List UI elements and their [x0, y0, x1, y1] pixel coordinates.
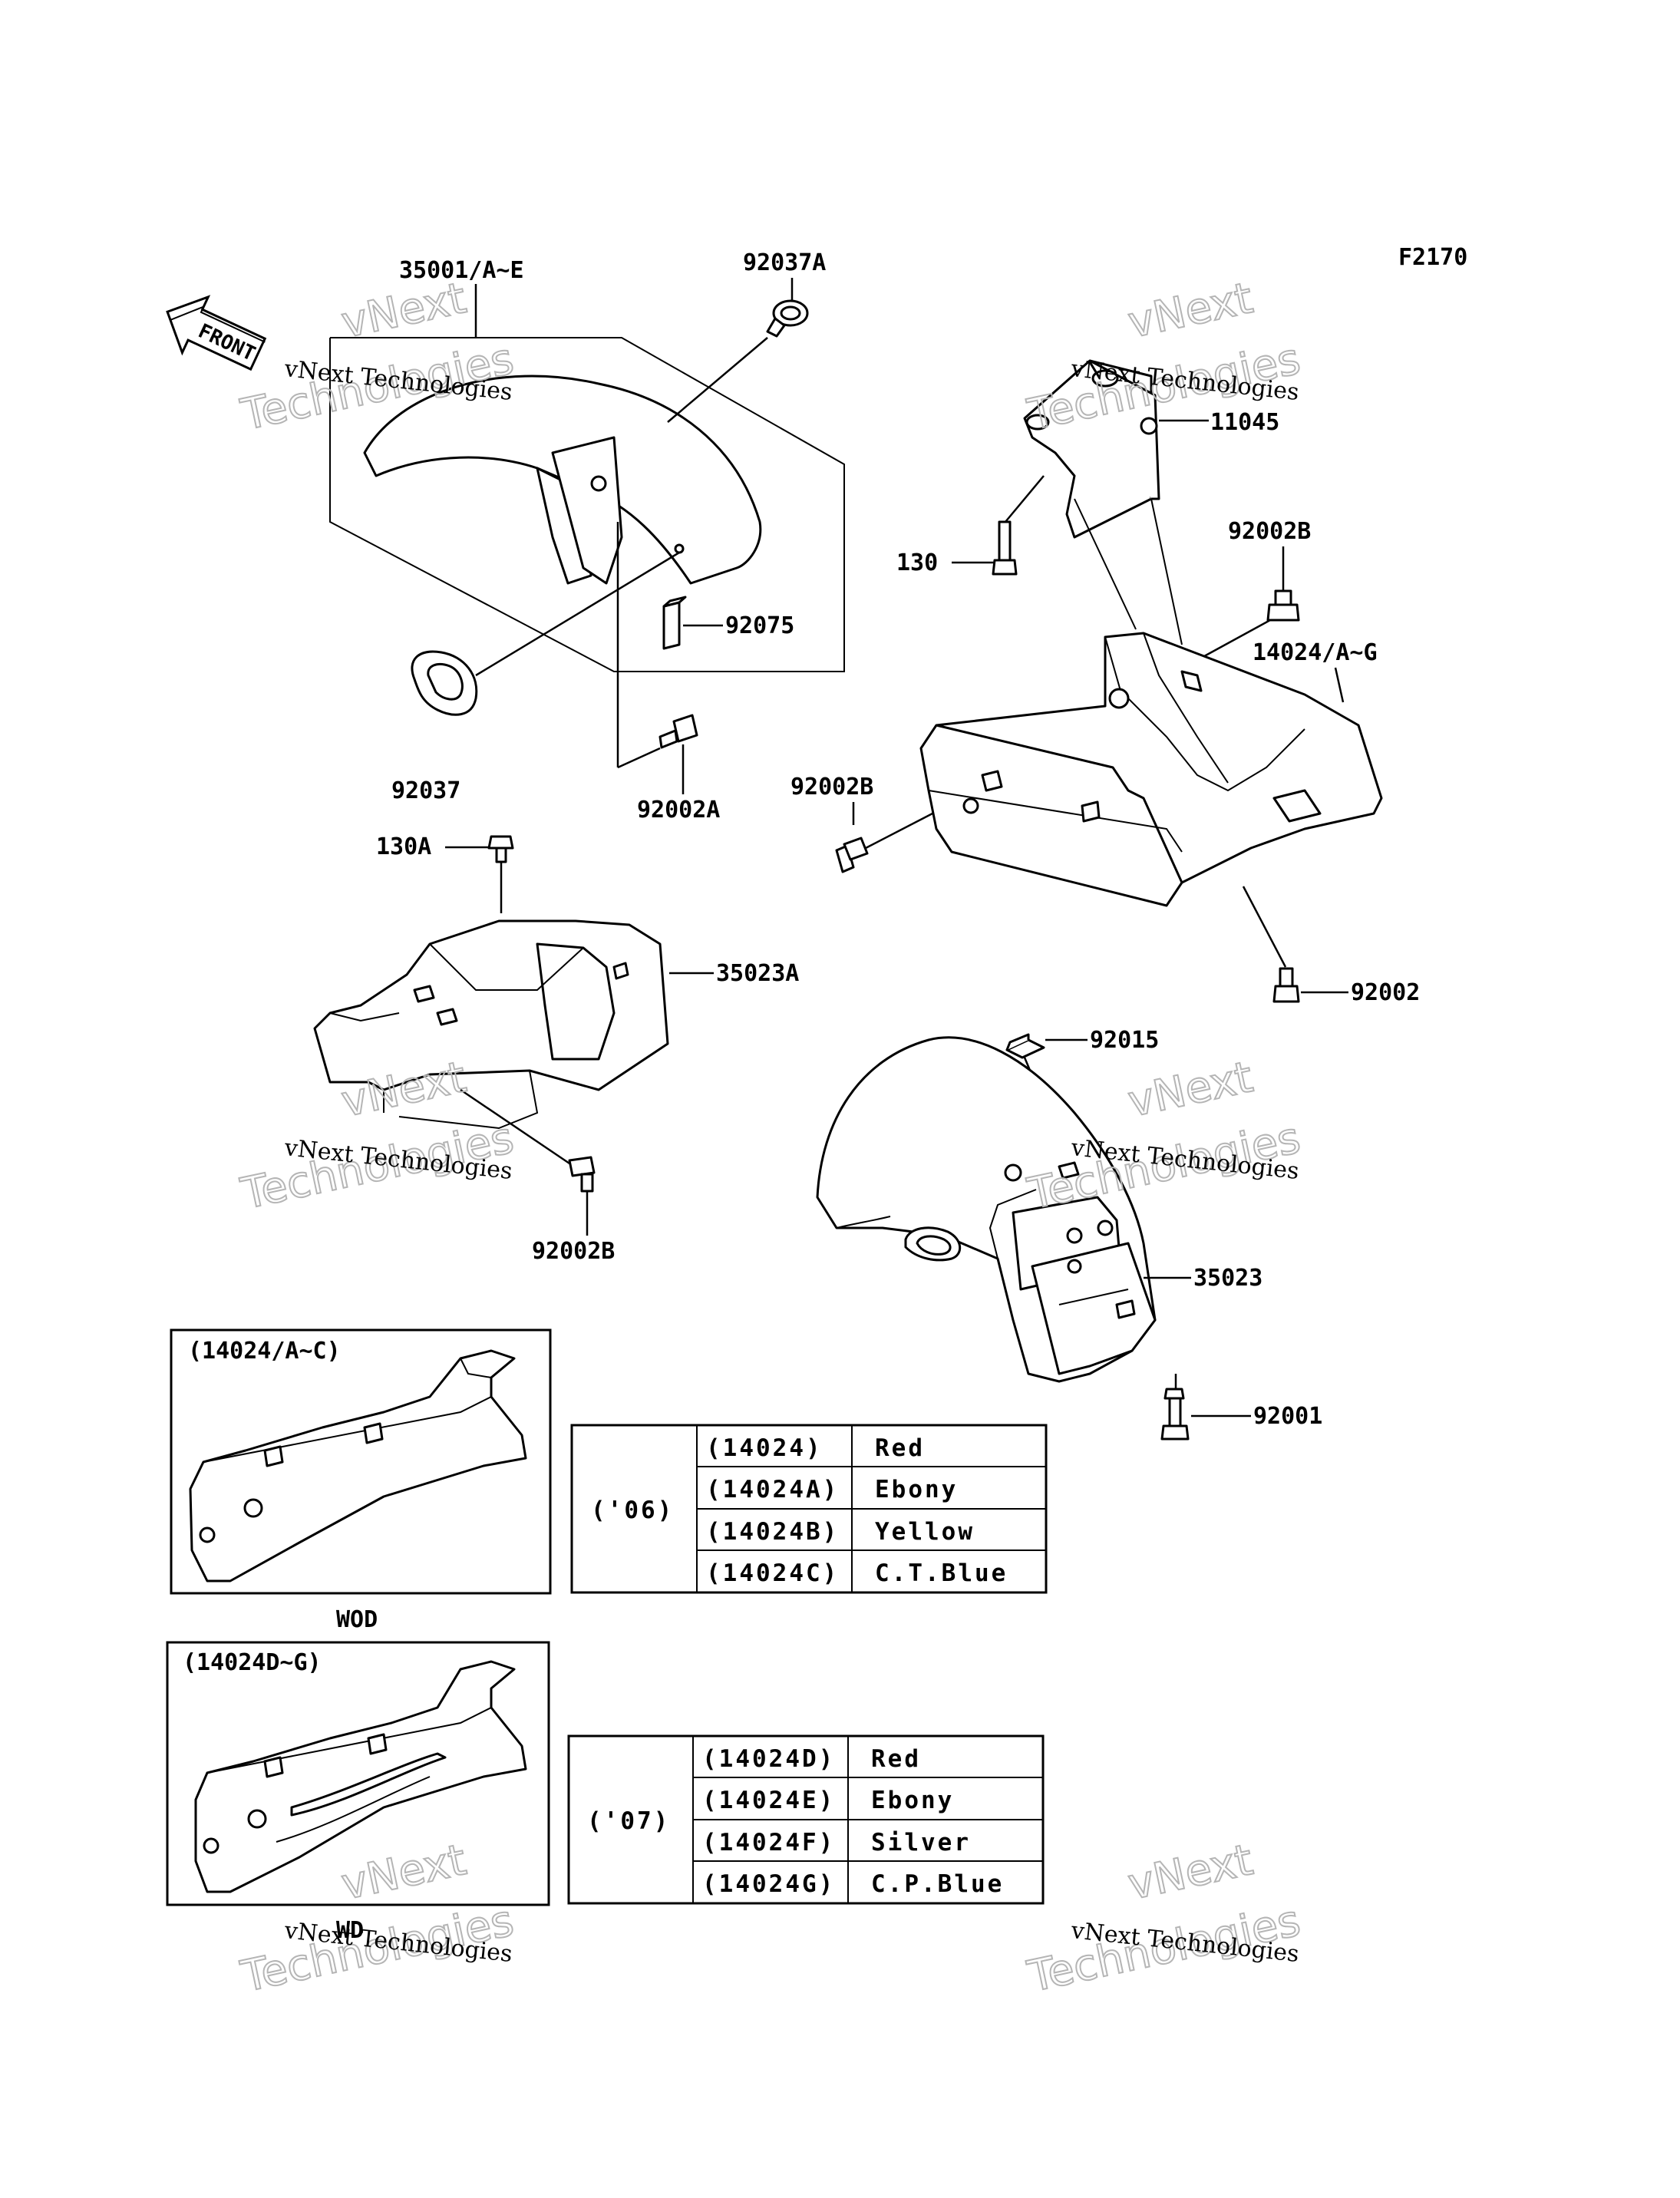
part-label-35001: 35001/A~E	[399, 257, 524, 284]
part-label-35023: 35023	[1193, 1265, 1262, 1292]
table-row-color: Red	[871, 1745, 921, 1773]
grommet-92037-icon	[411, 650, 478, 716]
table-row-code: (14024)	[706, 1434, 823, 1462]
bolt-130A-icon	[487, 835, 514, 863]
part-label-11045: 11045	[1210, 409, 1279, 436]
front-fender	[363, 375, 762, 585]
table-2007-year: ('07)	[587, 1807, 670, 1835]
inset-wod: (14024/A~C) WOD	[170, 1328, 552, 1633]
bolt-92001-icon	[1160, 1388, 1190, 1441]
bolt-92002B-top-icon	[1266, 589, 1300, 622]
table-row-code: (14024B)	[706, 1518, 839, 1546]
table-row-color: C.P.Blue	[871, 1870, 1004, 1898]
watermark-bottom-right: vNext Technologies vNext Technologies	[1022, 1834, 1305, 2003]
part-label-92002B-mid: 92002B	[790, 774, 873, 800]
bolt-92002-icon	[1272, 967, 1300, 1003]
inner-fender-35023A	[313, 919, 669, 1091]
inset-wod-caption: (14024/A~C)	[188, 1338, 341, 1365]
part-label-92002A: 92002A	[637, 797, 720, 823]
inset-wod-label: WOD	[336, 1606, 378, 1633]
tail-cowl-group: 11045 130 92002B 14024/A~G	[790, 359, 1420, 1006]
table-row-color: Red	[875, 1434, 925, 1462]
figure-code: F2170	[1398, 244, 1467, 271]
table-row-color: Ebony	[875, 1476, 958, 1503]
table-row-code: (14024G)	[702, 1870, 835, 1898]
table-row-code: (14024A)	[706, 1476, 839, 1503]
part-label-92037A: 92037A	[743, 249, 826, 276]
svg-text:vNext: vNext	[1124, 1052, 1257, 1127]
part-label-92002B-low: 92002B	[532, 1238, 615, 1265]
part-label-92015: 92015	[1090, 1027, 1159, 1054]
table-row-color: Silver	[871, 1829, 971, 1856]
table-row-code: (14024F)	[702, 1829, 835, 1856]
svg-text:vNext: vNext	[1124, 273, 1257, 348]
bolt-92002B-low-icon	[568, 1156, 596, 1193]
front-fender-group: 35001/A~E 92037A 92075 92037	[329, 249, 845, 823]
table-row-code: (14024E)	[702, 1787, 835, 1814]
part-label-35023A: 35023A	[716, 960, 799, 987]
part-label-130A: 130A	[376, 833, 431, 860]
part-label-92002: 92002	[1351, 979, 1420, 1006]
inner-fender-group: 130A 35023A 92002B	[313, 833, 799, 1265]
table-2006-year: ('06)	[591, 1497, 674, 1524]
part-label-130: 130	[896, 550, 938, 576]
pad-92075-icon	[662, 596, 687, 650]
part-label-92037: 92037	[391, 777, 460, 804]
table-row-color: Ebony	[871, 1787, 954, 1814]
part-label-92002B-top: 92002B	[1228, 518, 1311, 545]
rear-fender-group: 92015 35023 92001	[816, 1027, 1322, 1441]
tail-cowl-14024	[919, 632, 1383, 907]
color-table-2007: ('07) (14024D) Red (14024E) Ebony (14024…	[567, 1734, 1045, 1905]
table-row-code: (14024D)	[702, 1745, 835, 1773]
part-label-92001: 92001	[1253, 1403, 1322, 1430]
watermark-mid-left: vNext Technologies vNext Technologies	[236, 1051, 518, 1220]
bolt-92002A-icon	[658, 714, 698, 749]
inset-wd-caption: (14024D~G)	[183, 1649, 322, 1676]
bolt-130-icon	[992, 520, 1018, 576]
bolt-92002B-mid-icon	[835, 837, 869, 873]
clip-92037A-icon	[766, 299, 809, 338]
front-arrow-icon: FRONT	[166, 295, 267, 371]
part-label-14024: 14024/A~G	[1253, 639, 1378, 666]
clip-92015-icon	[1005, 1033, 1045, 1059]
inset-wd: (14024D~G) WD	[166, 1641, 550, 1944]
color-table-2006: ('06) (14024) Red (14024A) Ebony (14024B…	[570, 1424, 1048, 1594]
svg-text:vNext: vNext	[1124, 1835, 1257, 1910]
part-label-92075: 92075	[725, 612, 794, 639]
table-row-color: Yellow	[875, 1518, 975, 1546]
inset-wd-label: WD	[336, 1917, 364, 1944]
table-row-code: (14024C)	[706, 1559, 839, 1587]
table-row-color: C.T.Blue	[875, 1559, 1008, 1587]
